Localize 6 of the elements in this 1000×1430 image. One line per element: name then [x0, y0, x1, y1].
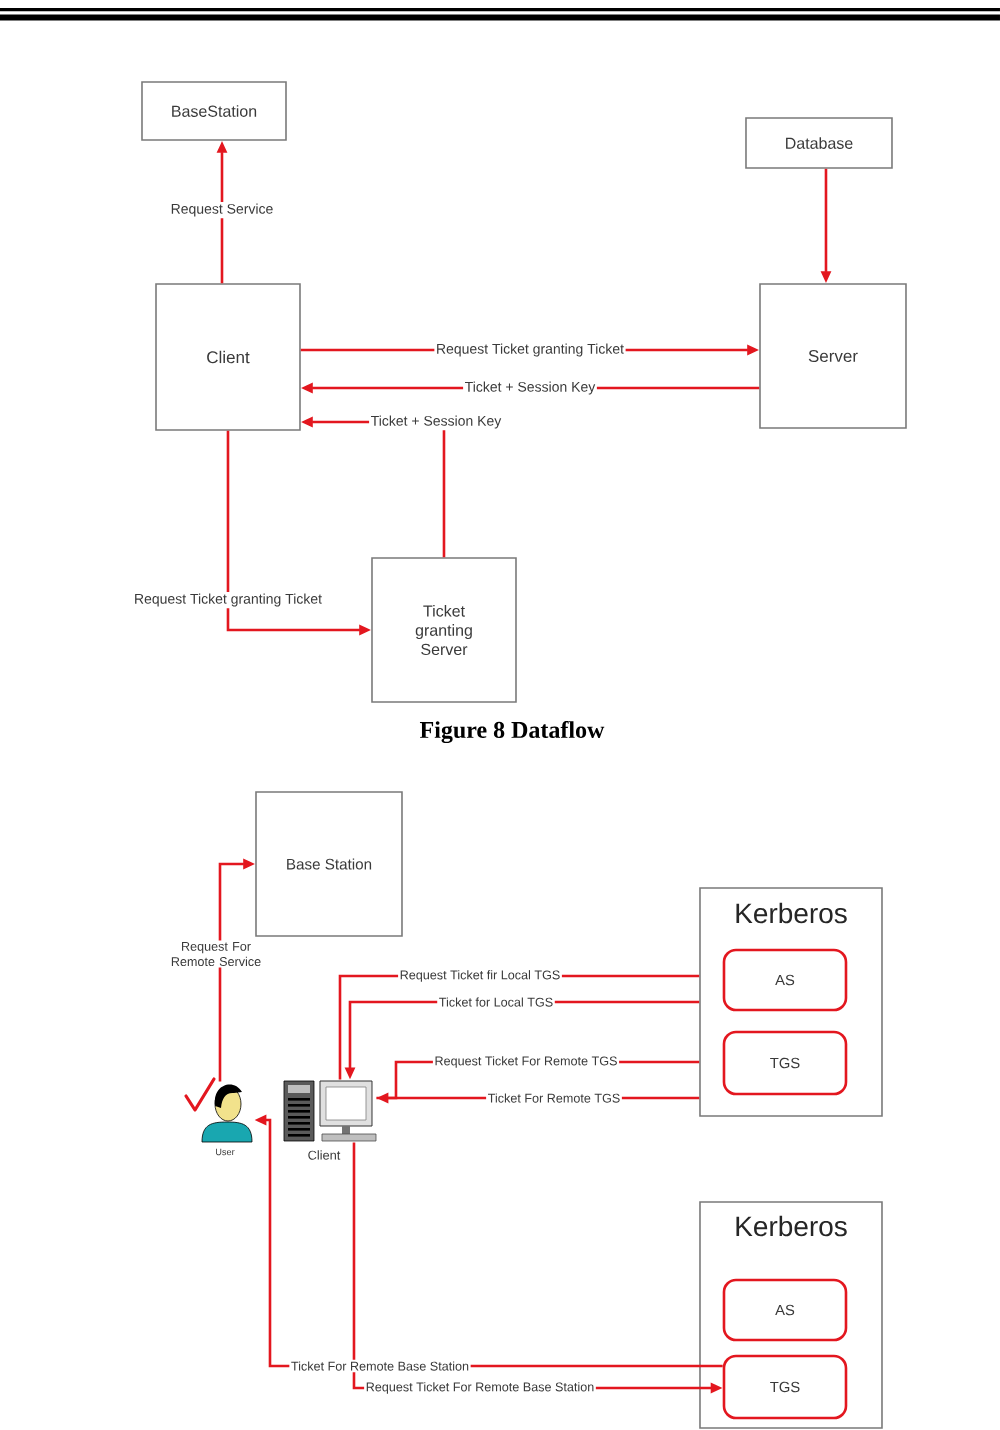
process-box: BaseStation	[141, 81, 287, 141]
process-box: Ticket granting Server	[371, 557, 517, 703]
process-box: Server	[759, 283, 907, 429]
figure-caption: Figure 8 Dataflow	[419, 720, 605, 744]
process-box: Database	[745, 117, 893, 169]
process-box: Client	[155, 283, 301, 431]
